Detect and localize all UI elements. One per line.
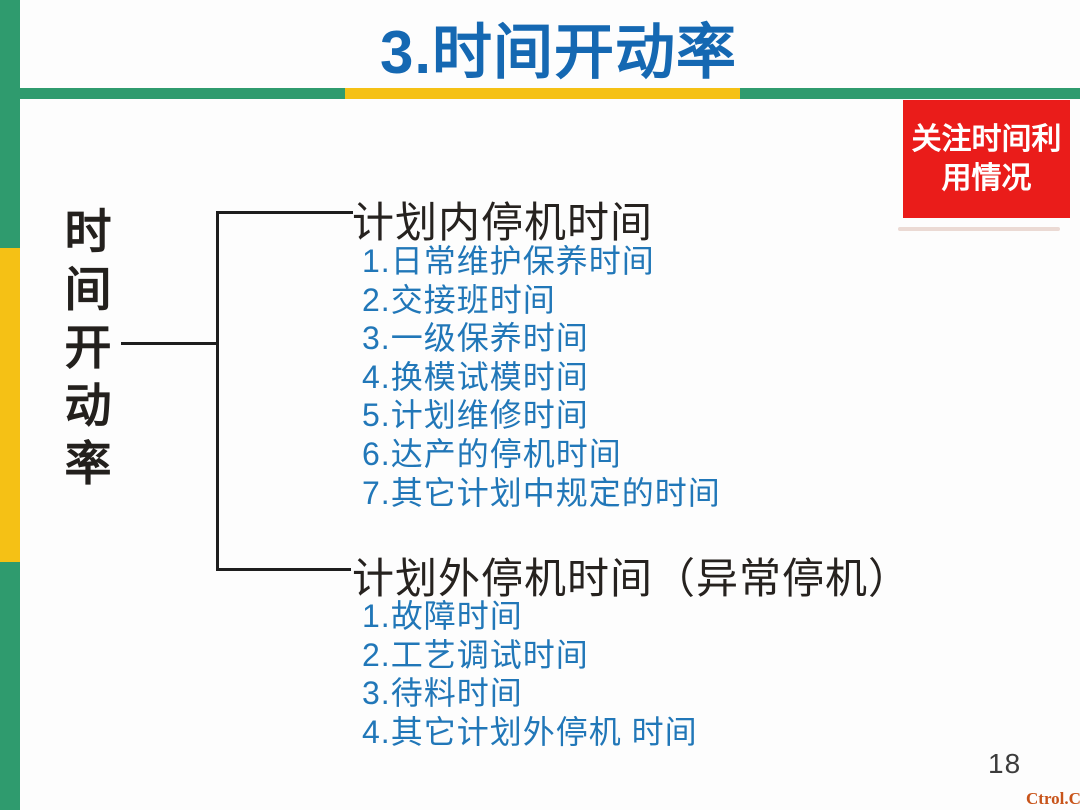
- list-item: 5.计划维修时间: [362, 397, 589, 434]
- list-item: 4.换模试模时间: [362, 358, 589, 395]
- bracket-vertical-line: [216, 211, 219, 571]
- note-badge-shadow: [898, 227, 1060, 231]
- list-item: 6.达产的停机时间: [362, 435, 622, 472]
- list-item: 7.其它计划中规定的时间: [362, 474, 721, 511]
- title-underline-yellow: [345, 88, 740, 99]
- note-badge-line1: 关注时间利: [911, 123, 1062, 156]
- list-item: 3.一级保养时间: [362, 320, 589, 357]
- title-underline-green-left: [20, 88, 345, 99]
- list-item: 3.待料时间: [362, 675, 523, 712]
- list-item: 4.其它计划外停机 时间: [362, 713, 698, 750]
- watermark: Ctrol.CN: [1026, 789, 1080, 808]
- list-item: 2.交接班时间: [362, 281, 556, 318]
- list-item: 2.工艺调试时间: [362, 636, 589, 673]
- title-underline-green-right: [740, 88, 1080, 99]
- left-accent-bar-yellow: [0, 248, 20, 562]
- planned-downtime-list: 1.日常维护保养时间 2.交接班时间 3.一级保养时间 4.换模试模时间 5.计…: [362, 242, 721, 512]
- list-item: 1.故障时间: [362, 598, 523, 634]
- branch-line-unplanned: [216, 568, 351, 571]
- branch-heading-unplanned: 计划外停机时间（异常停机）: [352, 555, 912, 602]
- slide-title: 3.时间开动率: [380, 19, 738, 86]
- left-accent-bar-green-top: [0, 0, 20, 248]
- unplanned-downtime-list: 1.故障时间 2.工艺调试时间 3.待料时间 4.其它计划外停机 时间: [362, 597, 698, 751]
- note-badge-line2: 用情况: [941, 162, 1032, 195]
- page-number: 18: [988, 748, 1022, 779]
- branch-line-planned: [216, 211, 353, 214]
- root-connector-line: [121, 342, 218, 345]
- branch-heading-planned: 计划内停机时间: [352, 199, 654, 246]
- note-badge: 关注时间利 用情况: [903, 100, 1070, 218]
- root-node-label: 时间开动率: [64, 205, 112, 490]
- list-item: 1.日常维护保养时间: [362, 243, 655, 279]
- left-accent-bar-green-bottom: [0, 562, 20, 810]
